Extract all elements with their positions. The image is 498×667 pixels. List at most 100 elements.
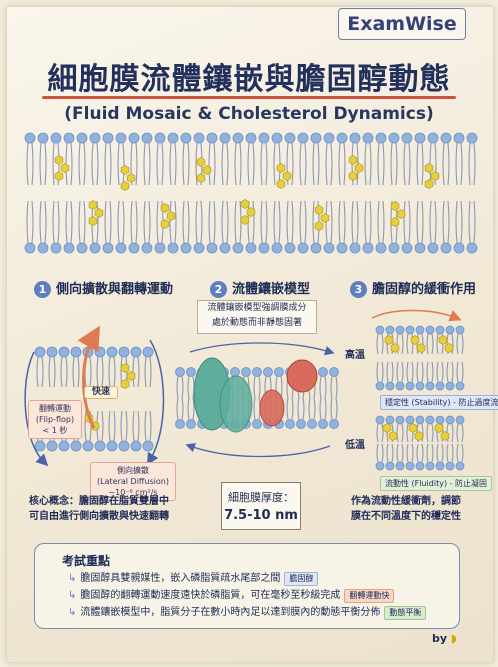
phospholipid <box>219 132 231 186</box>
flipflop-label: 翻轉運動 (Flip-flop) < 1 秒 <box>28 400 82 439</box>
phospholipid <box>401 132 413 186</box>
phospholipid <box>395 361 405 391</box>
phospholipid <box>329 397 339 429</box>
cholesterol-molecule <box>438 335 454 353</box>
cholesterol-molecule <box>410 335 426 353</box>
phospholipid <box>395 443 405 471</box>
phospholipid <box>284 132 296 186</box>
cholesterol-molecule <box>408 423 424 441</box>
peripheral-protein <box>259 389 285 427</box>
cholesterol-molecule <box>54 155 70 181</box>
panel2-fluid-mosaic-illustration <box>175 342 339 458</box>
phospholipid <box>186 367 196 399</box>
phospholipid <box>63 200 75 254</box>
heat-arrow <box>371 309 462 322</box>
phospholipid <box>24 200 36 254</box>
phospholipid <box>37 132 49 186</box>
phospholipid <box>154 132 166 186</box>
section-1-title: 側向擴散與翻轉運動 <box>56 282 174 297</box>
phospholipid <box>385 325 395 355</box>
phospholipid <box>106 410 118 452</box>
fluidity-tag: 流動性 (Fluidity) - 防止凝固 <box>380 476 493 491</box>
phospholipid <box>141 200 153 254</box>
phospholipid <box>445 325 455 355</box>
phospholipid <box>453 200 465 254</box>
membrane-thickness-box: 細胞膜厚度： 7.5-10 nm <box>221 482 301 530</box>
peripheral-protein <box>286 359 318 393</box>
phospholipid <box>24 132 36 186</box>
phospholipid <box>232 132 244 186</box>
phospholipid <box>118 346 130 388</box>
phospholipid <box>271 132 283 186</box>
panel1-core-concept: 核心概念：膽固醇在脂質雙層中 可自由進行側向擴散與快速翻轉 <box>29 496 169 522</box>
phospholipid <box>466 200 478 254</box>
phospholipid <box>76 132 88 186</box>
phospholipid <box>415 325 425 355</box>
phospholipid <box>258 132 270 186</box>
phospholipid <box>435 443 445 471</box>
cholesterol-molecule <box>348 155 364 181</box>
banana-icon: ◗ <box>450 632 457 645</box>
low-temp-label: 低溫 <box>345 440 365 451</box>
phospholipid <box>245 132 257 186</box>
thickness-label: 細胞膜厚度： <box>228 491 294 504</box>
phospholipid <box>310 132 322 186</box>
phospholipid <box>142 346 154 388</box>
exam-item: ↳膽固醇的翻轉運動速度遠快於磷脂質，可在毫秒至秒級完成翻轉運動快 <box>68 589 395 603</box>
cholesterol-molecule <box>314 205 330 231</box>
phospholipid <box>271 200 283 254</box>
phospholipid <box>425 361 435 391</box>
integral-protein <box>219 375 253 433</box>
section-3-title: 膽固醇的緩衝作用 <box>372 282 477 297</box>
cholesterol-molecule <box>120 363 136 389</box>
phospholipid <box>362 200 374 254</box>
section-1-number: 1 <box>34 281 51 298</box>
phospholipid <box>318 397 328 429</box>
phospholipid <box>102 200 114 254</box>
phospholipid <box>375 415 385 443</box>
lateral-diffusion-label: 側向擴散 (Lateral Diffusion) ~10⁻⁸ cm²/s <box>90 462 176 501</box>
phospholipid <box>206 200 218 254</box>
phospholipid <box>180 132 192 186</box>
stability-tag: 穩定性 (Stability) - 防止過度流動 <box>380 395 498 410</box>
phospholipid <box>258 200 270 254</box>
cholesterol-molecule <box>240 199 256 225</box>
flipflop-arrow <box>77 325 101 429</box>
phospholipid <box>50 200 62 254</box>
phospholipid <box>349 200 361 254</box>
title-underline <box>42 96 456 99</box>
corner-arrow-icon: ↳ <box>68 573 77 584</box>
page-subtitle: (Fluid Mosaic & Cholesterol Dynamics) <box>64 104 434 124</box>
phospholipid <box>323 132 335 186</box>
footer-by-text: by <box>432 632 448 645</box>
phospholipid <box>414 200 426 254</box>
exam-key-points-box <box>34 543 460 629</box>
phospholipid <box>375 325 385 355</box>
phospholipid <box>455 325 465 355</box>
phospholipid <box>415 361 425 391</box>
phospholipid <box>284 200 296 254</box>
cholesterol-molecule <box>196 157 212 183</box>
phospholipid <box>167 132 179 186</box>
phospholipid <box>455 361 465 391</box>
phospholipid <box>175 397 185 429</box>
corner-arrow-icon: ↳ <box>68 607 77 618</box>
exam-item-badge: 膽固醇 <box>284 572 319 586</box>
phospholipid <box>58 346 70 388</box>
high-temp-label: 高溫 <box>345 350 365 361</box>
phospholipid <box>186 397 196 429</box>
phospholipid <box>128 200 140 254</box>
phospholipid <box>115 200 127 254</box>
brand-logo: ExamWise <box>338 8 466 40</box>
cholesterol-molecule <box>160 203 176 229</box>
panel3-temperature-illustration <box>371 309 465 471</box>
thickness-value: 7.5-10 nm <box>224 508 298 523</box>
phospholipid <box>175 367 185 399</box>
cholesterol-molecule <box>88 200 104 226</box>
phospholipid <box>427 200 439 254</box>
phospholipid <box>318 367 328 399</box>
corner-arrow-icon: ↳ <box>68 590 77 601</box>
